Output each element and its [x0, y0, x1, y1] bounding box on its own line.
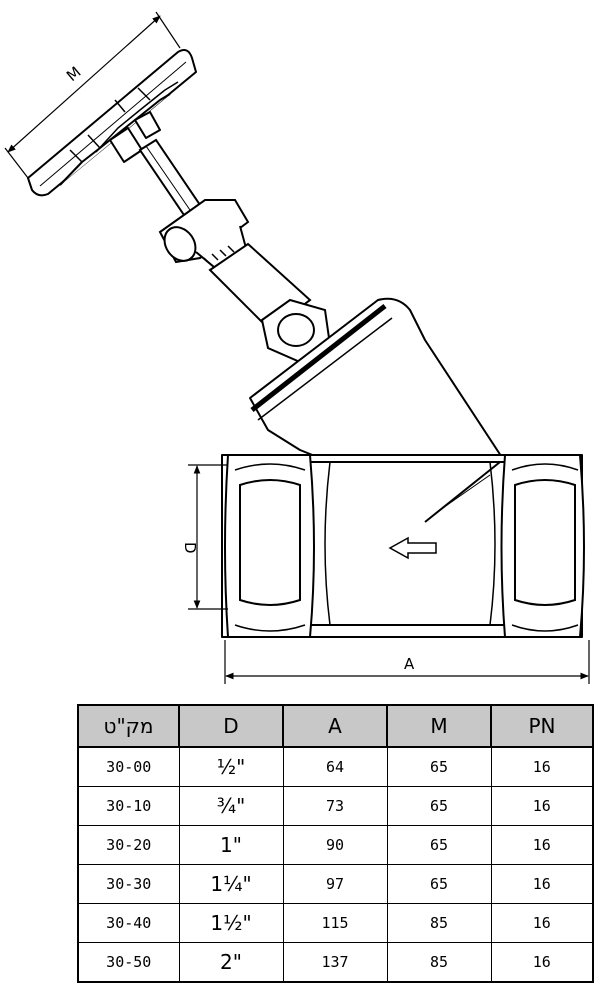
header-pn: PN	[490, 704, 594, 748]
dimension-a-label: A	[404, 655, 415, 673]
cell-catalog: 30-20	[77, 825, 180, 865]
cell-catalog: 30-30	[77, 864, 180, 904]
left-hex-nut	[224, 454, 315, 638]
cell-a: 97	[282, 864, 388, 904]
cell-a: 73	[282, 786, 388, 826]
dimension-d	[188, 464, 228, 610]
cell-d: ¾"	[178, 786, 284, 826]
cell-a: 137	[282, 942, 388, 983]
cell-d: 1½"	[178, 903, 284, 943]
specification-table: מק"ט D A M PN 30-00 ½" 64 65 16 30-10 ¾"…	[77, 704, 594, 983]
table-row: 30-50 2" 137 85 16	[77, 942, 594, 983]
cell-d: 2"	[178, 942, 284, 983]
table-row: 30-40 1½" 115 85 16	[77, 903, 594, 943]
cell-pn: 16	[490, 864, 594, 904]
dimension-m-label: M	[63, 63, 84, 85]
dimension-a	[224, 640, 590, 684]
cell-m: 85	[386, 903, 492, 943]
cell-pn: 16	[490, 903, 594, 943]
cell-pn: 16	[490, 825, 594, 865]
cell-catalog: 30-00	[77, 746, 180, 787]
cell-m: 85	[386, 942, 492, 983]
stem	[138, 138, 202, 217]
bonnet	[208, 242, 332, 364]
table-row: 30-20 1" 90 65 16	[77, 825, 594, 865]
cell-m: 65	[386, 825, 492, 865]
cell-catalog: 30-50	[77, 942, 180, 983]
cell-d: 1"	[178, 825, 284, 865]
gland-nut	[158, 199, 250, 274]
table-header-row: מק"ט D A M PN	[77, 704, 594, 748]
header-catalog-number: מק"ט	[77, 704, 180, 748]
cell-a: 115	[282, 903, 388, 943]
table-row: 30-10 ¾" 73 65 16	[77, 786, 594, 826]
cell-catalog: 30-10	[77, 786, 180, 826]
cell-m: 65	[386, 864, 492, 904]
valve-technical-drawing: M D A	[4, 11, 590, 684]
dimension-d-label: D	[181, 542, 199, 554]
dimension-m	[4, 11, 181, 179]
cell-pn: 16	[490, 746, 594, 787]
flow-direction-arrow-icon	[388, 536, 437, 560]
header-m: M	[386, 704, 492, 748]
right-hex-nut	[500, 454, 585, 638]
cell-m: 65	[386, 746, 492, 787]
table-row: 30-00 ½" 64 65 16	[77, 746, 594, 787]
cell-pn: 16	[490, 942, 594, 983]
cell-m: 65	[386, 786, 492, 826]
cell-pn: 16	[490, 786, 594, 826]
cell-d: 1¼"	[178, 864, 284, 904]
header-a: A	[282, 704, 388, 748]
cell-a: 64	[282, 746, 388, 787]
cell-catalog: 30-40	[77, 903, 180, 943]
cell-d: ½"	[178, 746, 284, 787]
header-d: D	[178, 704, 284, 748]
cell-a: 90	[282, 825, 388, 865]
table-row: 30-30 1¼" 97 65 16	[77, 864, 594, 904]
